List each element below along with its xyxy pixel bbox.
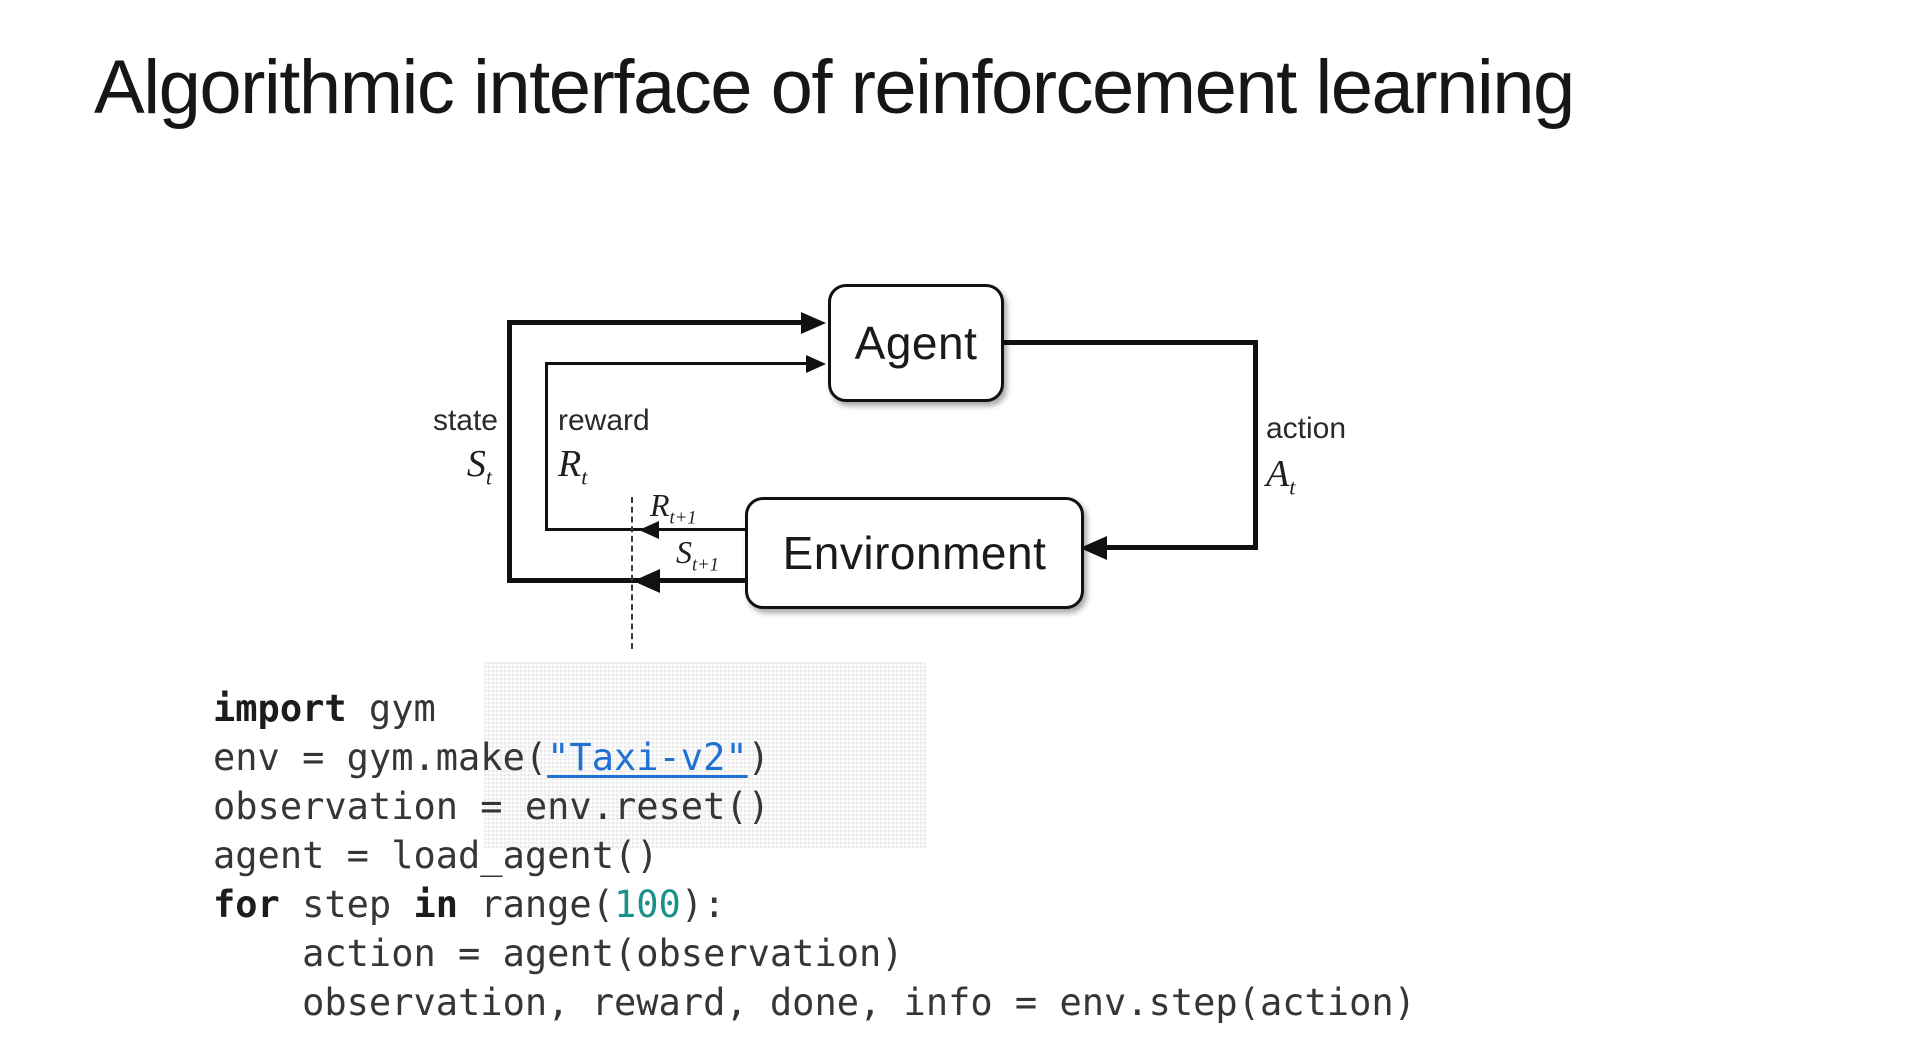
environment-box: Environment (745, 497, 1084, 609)
code-segment: in (413, 883, 459, 926)
action-line-top (996, 340, 1258, 345)
reward-symbol-subscript: t (581, 464, 588, 490)
state-symbol-letter: S (466, 443, 486, 485)
code-segment: action = agent(observation) (213, 932, 904, 975)
reward-symbol-letter: R (558, 443, 582, 485)
next-reward-symbol: Rt+1 (650, 487, 697, 527)
code-segment: import (213, 687, 347, 730)
action-line-bottom (1104, 545, 1258, 550)
reward-symbol: Rt (558, 442, 587, 488)
state-arrowhead-into-agent (801, 311, 826, 334)
code-segment: ) (747, 736, 770, 779)
code-segment: observation = env.reset() (213, 785, 770, 828)
state-line-bottom (507, 578, 748, 583)
environment-label: Environment (782, 527, 1047, 579)
next-state-symbol: St+1 (676, 534, 719, 574)
code-segment: ): (680, 883, 726, 926)
noise-artifact (484, 662, 926, 848)
slide-title: Algorithmic interface of reinforcement l… (94, 45, 1575, 130)
code-line: agent = load_agent() (213, 831, 1416, 880)
next-reward-subscript: t+1 (669, 507, 697, 529)
code-line: env = gym.make("Taxi-v2") (213, 733, 1416, 782)
action-arrowhead-into-environment (1080, 535, 1107, 560)
next-state-subscript: t+1 (692, 554, 719, 576)
code-segment: 100 (613, 883, 681, 926)
agent-box: Agent (828, 284, 1004, 402)
reward-line-vertical (545, 362, 548, 531)
code-line: observation, reward, done, info = env.st… (213, 978, 1416, 1027)
reward-label: reward (558, 404, 650, 437)
code-segment: agent = load_agent() (213, 834, 659, 877)
next-reward-arrowhead-at-timestep (639, 520, 659, 539)
state-label: state (432, 404, 498, 437)
code-line: import gym (213, 684, 1416, 733)
reward-arrowhead-into-agent (806, 354, 826, 373)
action-line-vertical (1253, 340, 1258, 550)
state-line-vertical (507, 320, 512, 583)
code-env-name-link[interactable]: "Taxi-v2" (547, 736, 748, 779)
agent-label: Agent (854, 317, 978, 369)
state-symbol-subscript: t (485, 464, 492, 490)
reward-line-top (545, 362, 807, 365)
next-state-letter: S (676, 534, 692, 570)
code-line: for step in range(100): (213, 880, 1416, 929)
code-segment: observation, reward, done, info = env.st… (213, 981, 1416, 1024)
action-symbol-letter: A (1266, 453, 1290, 495)
next-reward-letter: R (650, 487, 670, 523)
code-segment: gym (346, 687, 436, 730)
action-symbol-subscript: t (1289, 474, 1296, 500)
code-line: observation = env.reset() (213, 782, 1416, 831)
code-segment: for (213, 883, 280, 926)
action-label: action (1266, 412, 1347, 445)
code-segment: range( (458, 883, 614, 926)
timestep-dashed-line (631, 497, 633, 649)
code-segment: env = gym.make( (213, 736, 548, 779)
next-state-arrowhead-at-timestep (633, 568, 660, 593)
code-segment: step (279, 883, 414, 926)
action-symbol: At (1266, 452, 1295, 498)
state-symbol: St (398, 442, 492, 488)
state-line-top (507, 320, 805, 325)
code-line: action = agent(observation) (213, 929, 1416, 978)
